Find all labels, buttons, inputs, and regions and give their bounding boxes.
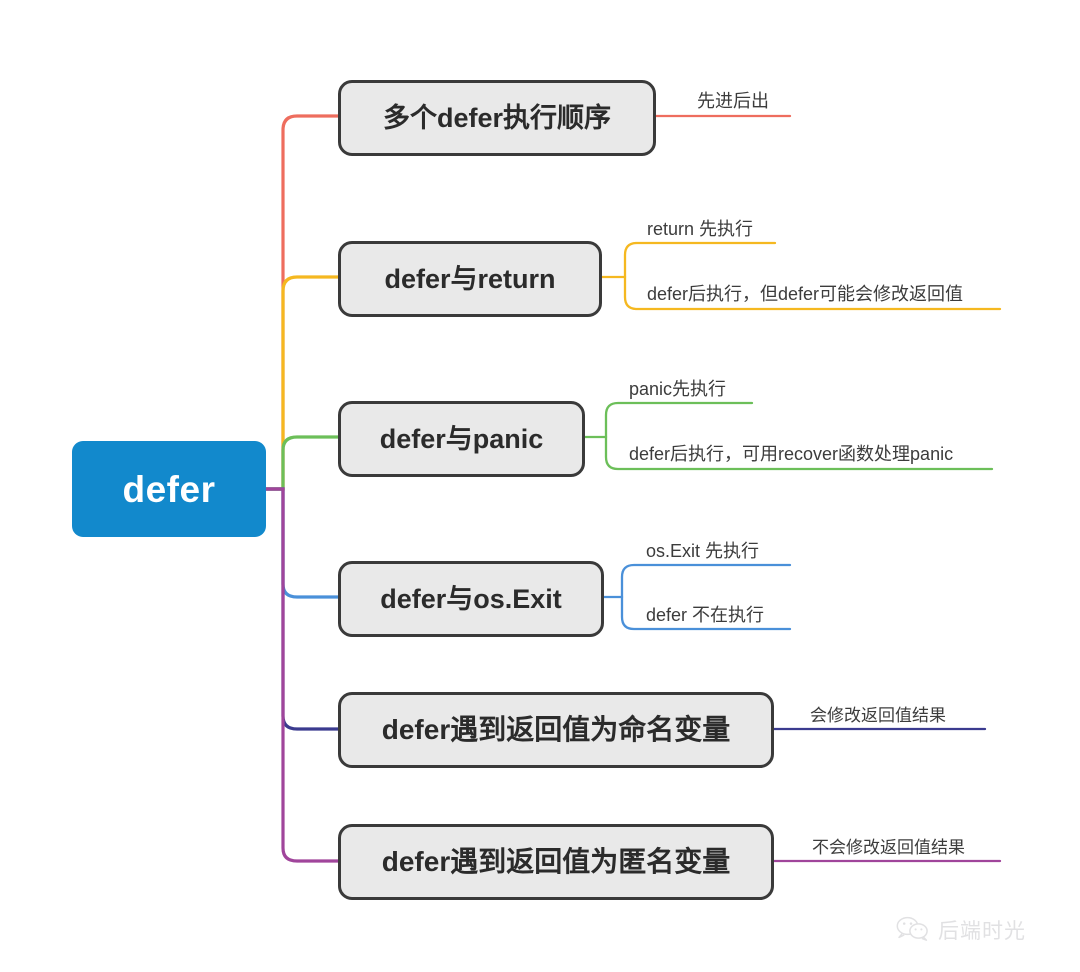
connector-branch-6 [264,487,343,863]
topic-node-label: defer遇到返回值为命名变量 [381,714,731,745]
topic-node-anonymous-return-variable[interactable]: defer遇到返回值为匿名变量 [338,824,774,900]
topic-node-label: defer与os.Exit [380,583,562,614]
watermark-text: 后端时光 [938,920,1026,943]
leaf-connector-4-1 [620,563,792,599]
leaf-label: 会修改返回值结果 [810,706,946,726]
leaf-will-not-modify-return-result[interactable]: 不会修改返回值结果 [812,828,965,858]
watermark: 后端时光 [896,916,1026,947]
leaf-return-first[interactable]: return 先执行 [647,210,753,240]
topic-node-label: defer与panic [379,423,544,454]
topic-node-defer-panic[interactable]: defer与panic [338,401,585,477]
leaf-label: 先进后出 [697,91,769,112]
leaf-label: os.Exit 先执行 [646,541,760,562]
root-node-label: defer [122,468,216,510]
topic-node-label: defer遇到返回值为匿名变量 [381,846,731,877]
leaf-os-exit-first[interactable]: os.Exit 先执行 [646,532,759,562]
leaf-connector-3-1 [604,401,754,439]
leaf-first-in-last-out[interactable]: 先进后出 [697,82,769,112]
root-node[interactable]: defer [72,441,266,537]
leaf-label: 不会修改返回值结果 [812,838,965,858]
connector-branch-4 [264,487,343,599]
connector-branch-1 [264,114,343,491]
connector-branch-5 [264,487,343,731]
topic-node-defer-os-exit[interactable]: defer与os.Exit [338,561,604,637]
leaf-defer-after-may-modify-return[interactable]: defer后执行，但defer可能会修改返回值 [647,275,963,305]
leaf-panic-first[interactable]: panic先执行 [629,370,726,400]
connector-branch-2 [264,275,343,491]
leaf-label: defer后执行，可用recover函数处理panic [629,444,954,465]
leaf-label: return 先执行 [647,219,754,240]
leaf-defer-after-recover[interactable]: defer后执行，可用recover函数处理panic [629,435,953,465]
leaf-label: defer后执行，但defer可能会修改返回值 [647,284,964,305]
topic-node-label: 多个defer执行顺序 [382,102,612,133]
leaf-defer-not-executed[interactable]: defer 不在执行 [646,596,764,626]
leaf-connector-2-1 [623,241,777,279]
topic-node-defer-return[interactable]: defer与return [338,241,602,317]
wechat-icon [896,916,930,947]
connector-branch-3 [264,435,343,491]
topic-node-multiple-defer-order[interactable]: 多个defer执行顺序 [338,80,656,156]
topic-node-named-return-variable[interactable]: defer遇到返回值为命名变量 [338,692,774,768]
leaf-will-modify-return-result[interactable]: 会修改返回值结果 [810,696,946,726]
topic-node-label: defer与return [384,263,556,294]
leaf-label: defer 不在执行 [646,605,765,626]
leaf-label: panic先执行 [629,379,727,400]
